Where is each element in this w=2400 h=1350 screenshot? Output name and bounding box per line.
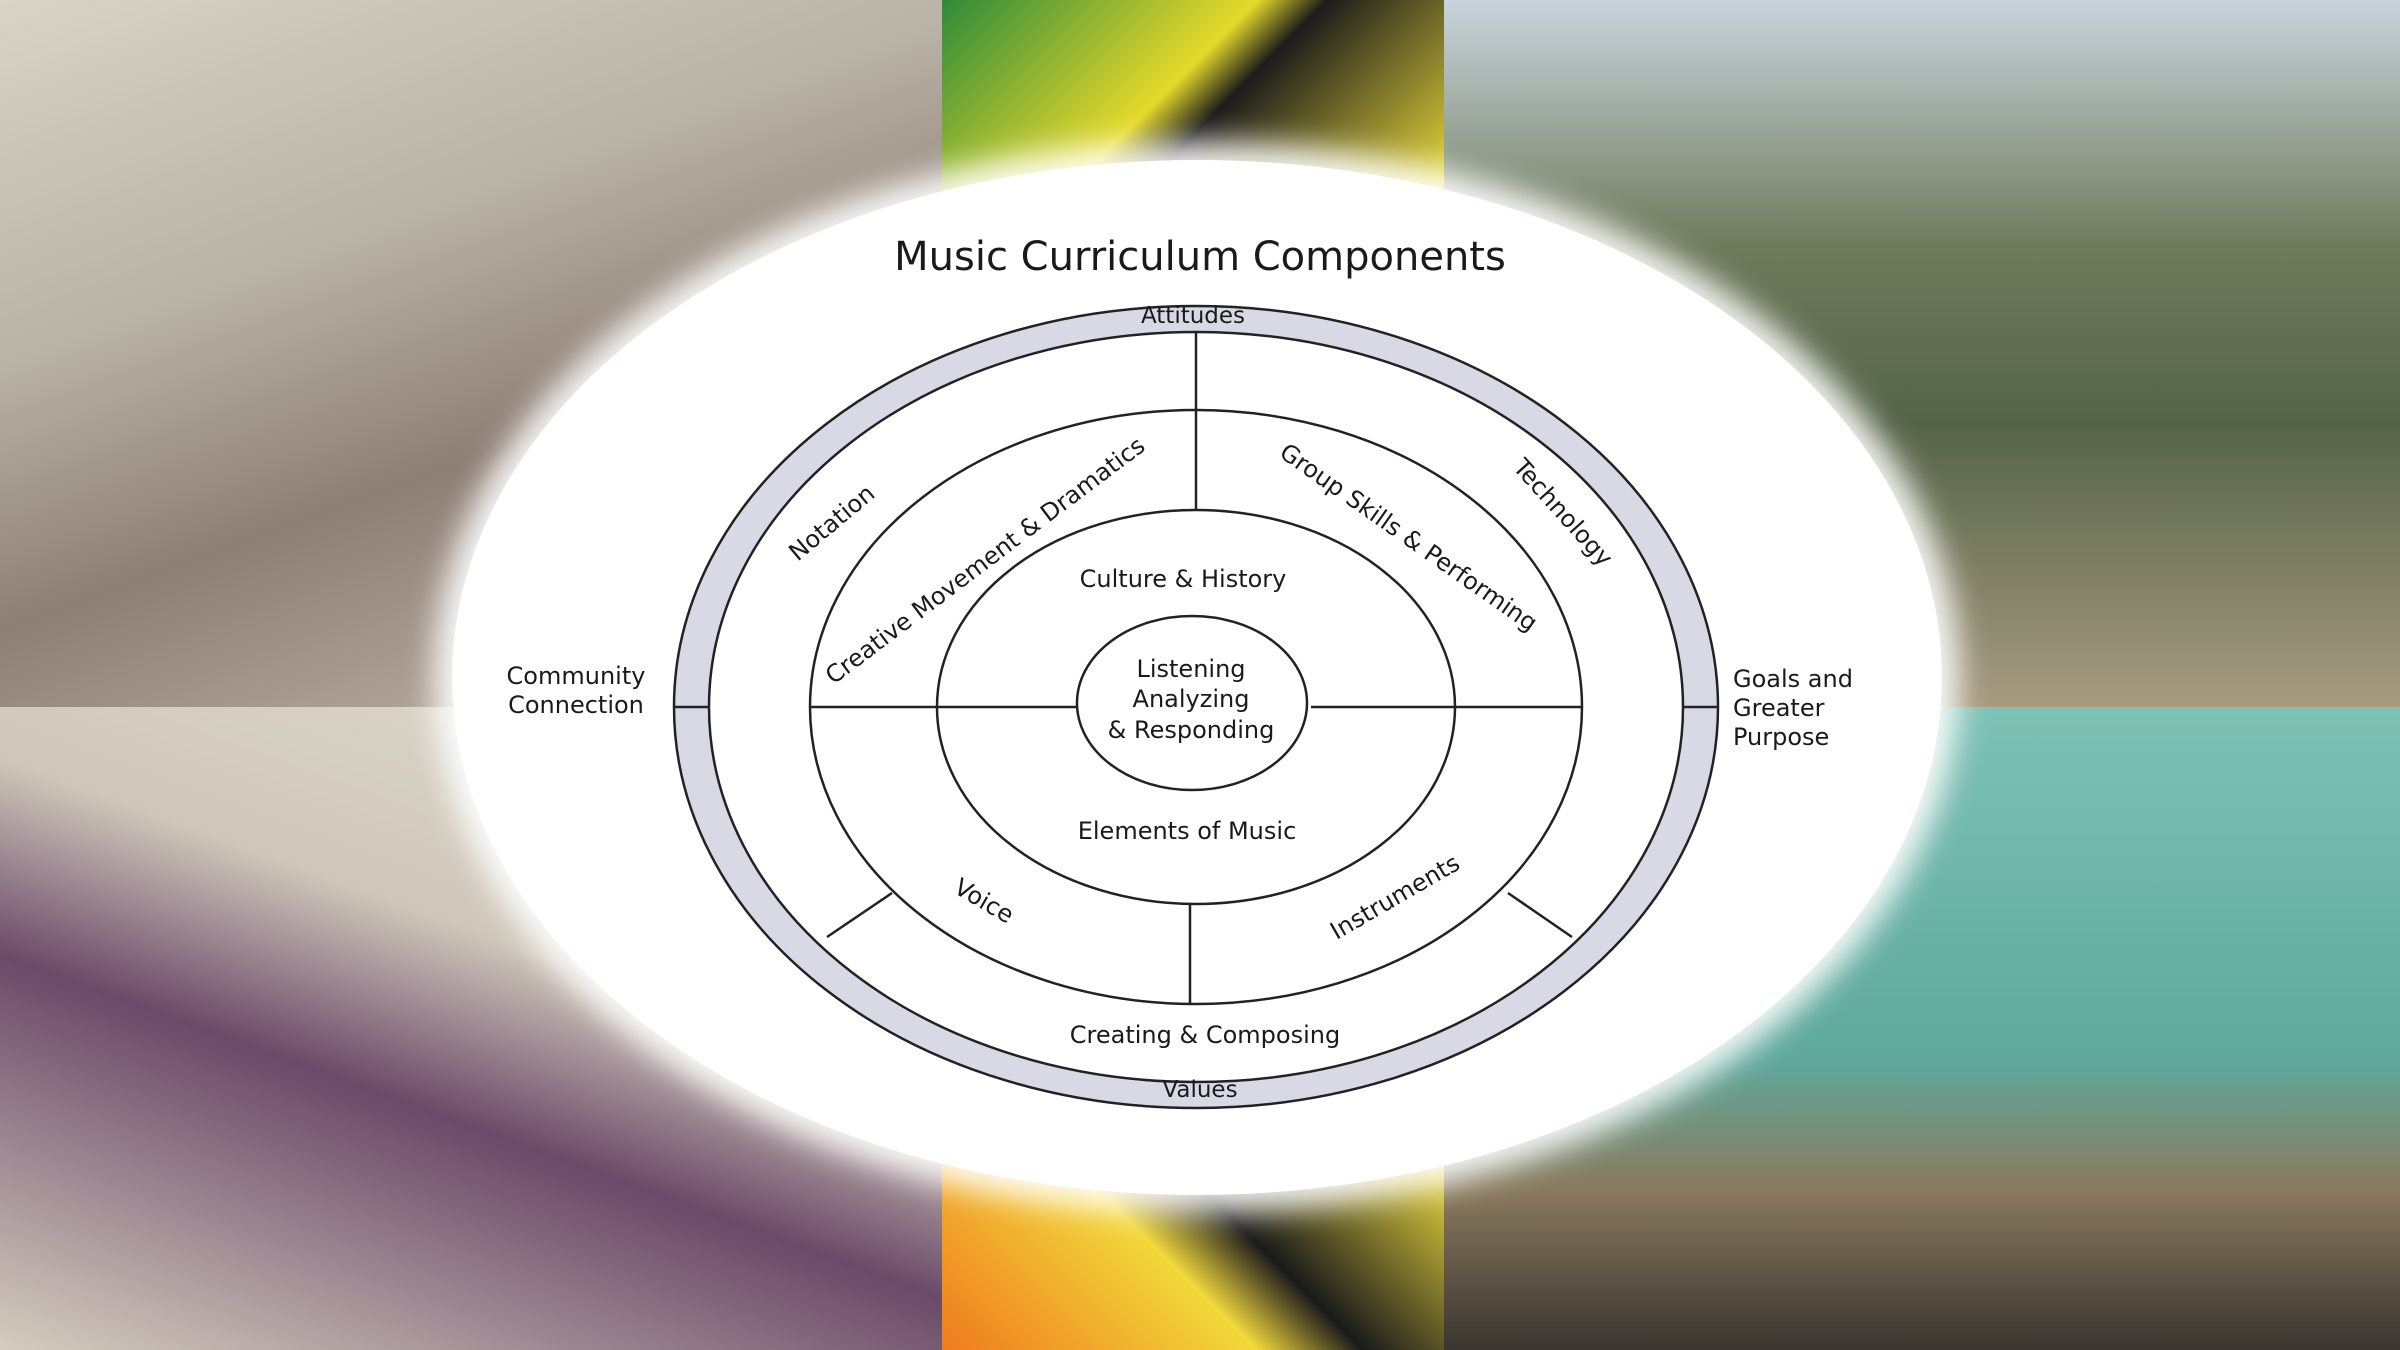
label-attitudes: Attitudes: [1141, 303, 1245, 329]
diagram-title: Music Curriculum Components: [894, 234, 1506, 280]
label-creating-composing: Creating & Composing: [1070, 1021, 1340, 1049]
label-goals: Goals and: [1733, 665, 1853, 693]
center-responding: & Responding: [1108, 716, 1275, 744]
label-community: Community: [507, 662, 646, 690]
divider-lower-left: [826, 891, 893, 939]
label-connection: Connection: [508, 691, 644, 719]
center-analyzing: Analyzing: [1133, 685, 1250, 713]
divider-lower-right: [1507, 891, 1573, 939]
label-values: Values: [1162, 1077, 1237, 1103]
center-listening: Listening: [1136, 655, 1245, 683]
center-circle: [1075, 614, 1309, 792]
label-greater: Greater: [1733, 694, 1825, 722]
label-culture-history: Culture & History: [1080, 565, 1287, 593]
label-purpose: Purpose: [1733, 723, 1829, 751]
label-elements-of-music: Elements of Music: [1078, 817, 1297, 845]
